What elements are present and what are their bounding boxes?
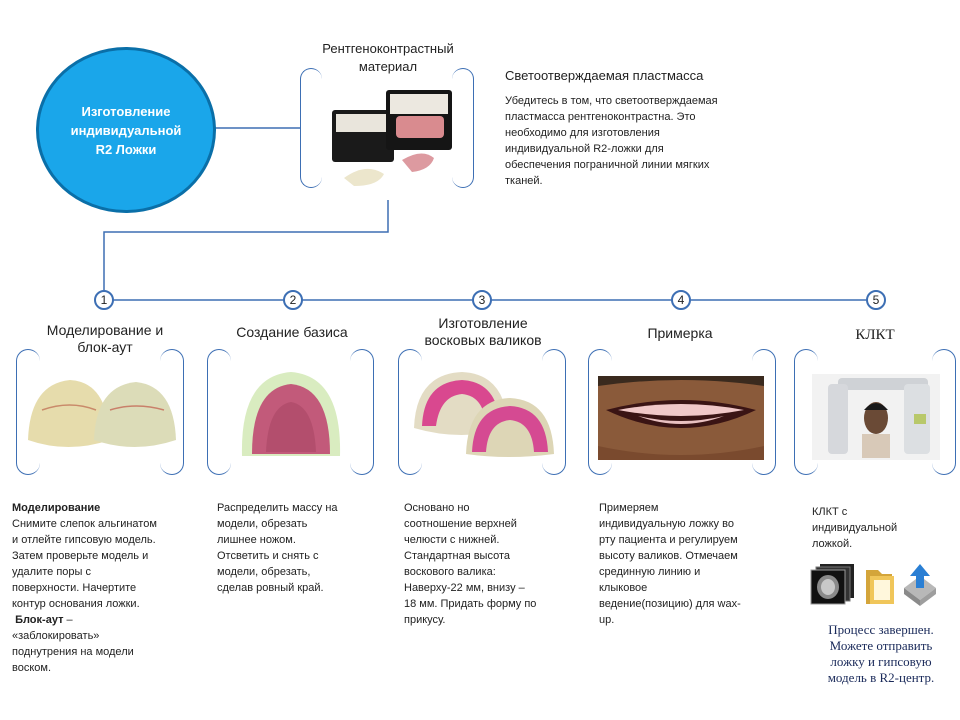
step-2-bracket-left <box>207 349 231 475</box>
step-3-title: Изготовление восковых валиков <box>424 315 542 348</box>
step-4-bracket-left <box>588 349 612 475</box>
step-2-bracket-right <box>350 349 374 475</box>
step-5-bracket-right <box>932 349 956 475</box>
step-2-number: 2 <box>283 290 303 310</box>
step-3-wax-rims-image <box>410 368 556 460</box>
step-1-number: 1 <box>94 290 114 310</box>
step-1-bracket-right <box>160 349 184 475</box>
step-3-description: Основано но соотношение верхней челюсти … <box>404 502 537 626</box>
step-2-title: Создание базиса <box>236 324 348 340</box>
step-4-number: 4 <box>671 290 691 310</box>
step-3-bracket-left <box>398 349 422 475</box>
upload-icon <box>900 562 940 606</box>
step-5-cbct-scanner-image <box>812 374 940 460</box>
process-complete-text: Процесс завершен. Можете отправить ложку… <box>827 622 935 685</box>
material-label: Рентгеноконтрастный материал <box>322 41 454 74</box>
material-bracket-left <box>300 68 322 188</box>
step-1-plaster-models-image <box>24 370 180 456</box>
step-1-text-1: Снимите слепок альгинатом и отлейте гипс… <box>12 518 157 610</box>
step-1-title: Моделирование и блок-аут <box>46 322 164 355</box>
step-1-bracket-left <box>16 349 40 475</box>
step-2-description: Распределить массу на модели, обрезать л… <box>217 502 338 594</box>
step-4-title: Примерка <box>647 325 713 341</box>
step-1-text-2: – «заблокировать» поднутрения на модели … <box>12 614 134 674</box>
step-3-number: 3 <box>472 290 492 310</box>
material-description: Убедитесь в том, что светоотверждаемая п… <box>505 95 718 187</box>
step-1-bold-1: Моделирование <box>12 502 101 514</box>
step-5-description: КЛКТ с индивидуальной ложкой. <box>812 506 898 550</box>
step-1-bold-2: Блок-аут <box>15 614 64 626</box>
step-4-try-in-image <box>598 376 764 460</box>
step-4-description: Примеряем индивидуальную ложку во рту па… <box>599 502 741 626</box>
material-bracket-right <box>452 68 474 188</box>
material-heading: Светоотверждаемая пластмасса <box>505 68 704 83</box>
light-cure-resin-image <box>326 82 464 190</box>
folder-icon <box>862 566 898 606</box>
step-5-title: КЛКТ <box>855 327 895 343</box>
step-3-bracket-right <box>542 349 566 475</box>
title-circle: Изготовление индивидуальной R2 Ложки <box>36 47 216 213</box>
step-1-description: Моделирование Снимите слепок альгинатом … <box>12 500 192 676</box>
step-4-bracket-right <box>752 349 776 475</box>
main-title: Изготовление индивидуальной R2 Ложки <box>70 103 182 157</box>
step-5-bracket-left <box>794 349 818 475</box>
step-2-base-tray-image <box>236 366 346 462</box>
ct-scan-stack-icon <box>808 562 858 606</box>
step-5-number: 5 <box>866 290 886 310</box>
material-to-timeline-line <box>103 200 389 290</box>
